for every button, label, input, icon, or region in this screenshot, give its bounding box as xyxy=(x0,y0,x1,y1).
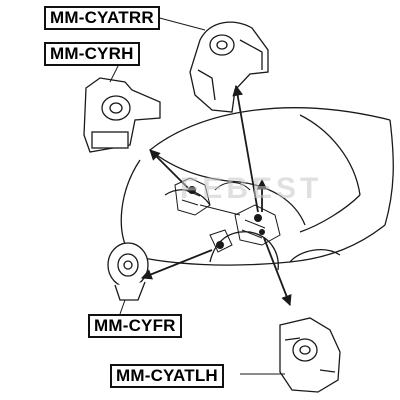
watermark-logo: FEBEST xyxy=(180,172,323,205)
part-cyatrr xyxy=(189,21,269,113)
part-cyatlh xyxy=(279,317,341,393)
mount-locations xyxy=(188,186,265,249)
part-label-cyfr: MM-CYFR xyxy=(88,314,182,338)
part-cyfr xyxy=(107,242,149,301)
part-label-cyrh: MM-CYRH xyxy=(44,42,140,66)
part-label-cyatlh: MM-CYATLH xyxy=(110,364,224,388)
part-cyrh xyxy=(83,77,161,153)
pointer-arrows xyxy=(140,84,292,307)
part-label-cyatrr: MM-CYATRR xyxy=(44,6,160,30)
